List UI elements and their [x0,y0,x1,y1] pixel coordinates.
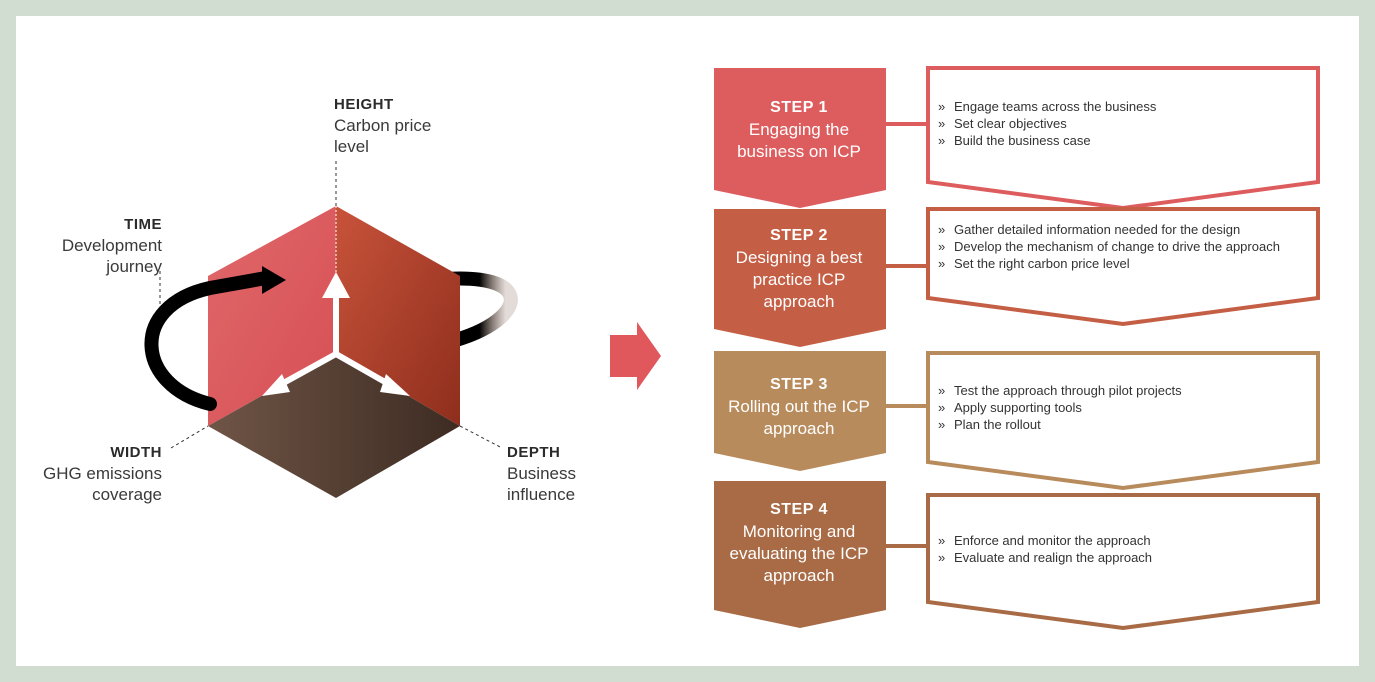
width-subtitle: GHG emissions coverage [42,464,162,504]
time-subtitle: Development journey [61,236,162,276]
list-item: Set clear objectives [938,115,1298,132]
list-item: Set the right carbon price level [938,255,1293,272]
step-2-title: Designing a best practice ICP approach [735,248,863,311]
list-item: Enforce and monitor the approach [938,532,1298,549]
list-item: Develop the mechanism of change to drive… [938,238,1293,255]
depth-axis-leader [459,425,503,449]
width-label: WIDTH GHG emissions coverage [20,442,162,505]
step-2-number: STEP 2 [770,227,828,244]
step-2-chevron [714,209,886,347]
step-2-bullets: Gather detailed information needed for t… [938,221,1293,272]
list-item: Engage teams across the business [938,98,1298,115]
list-item: Gather detailed information needed for t… [938,221,1293,238]
step-3-title: Rolling out the ICP approach [728,397,870,438]
step-2-header: STEP 2 Designing a best practice ICP app… [717,210,881,328]
step-1-bullets: Engage teams across the business Set cle… [938,98,1298,149]
step-3-chevron [714,351,886,471]
step-3-number: STEP 3 [770,376,828,393]
list-item: Build the business case [938,132,1298,149]
depth-label: DEPTH Business influence [507,442,607,505]
time-ring-arrowhead [262,266,286,294]
list-item: Test the approach through pilot projects [938,382,1298,399]
step-4-number: STEP 4 [770,501,828,518]
step-1-header: STEP 1 Engaging the business on ICP [717,68,881,192]
time-ring-front [144,271,273,411]
step-1-chevron [714,68,886,208]
list-item: Evaluate and realign the approach [938,549,1298,566]
step-4-chevron [714,481,886,628]
time-title: TIME [124,216,162,233]
step-3-header: STEP 3 Rolling out the ICP approach [717,353,881,461]
depth-subtitle: Business influence [507,464,576,504]
height-title: HEIGHT [334,96,394,113]
step-4-title: Monitoring and evaluating the ICP approa… [729,522,869,585]
dimension-arrows [262,272,410,396]
width-axis-leader [170,425,209,449]
list-item: Apply supporting tools [938,399,1298,416]
step-1-title: Engaging the business on ICP [737,120,861,161]
depth-title: DEPTH [507,444,561,461]
step-4-bullets: Enforce and monitor the approach Evaluat… [938,532,1298,566]
figure-panel: HEIGHT Carbon price level TIME Developme… [16,16,1359,666]
width-title: WIDTH [110,444,162,461]
connector-arrow [610,322,661,390]
step-1-number: STEP 1 [770,99,828,116]
time-label: TIME Development journey [34,214,162,277]
height-label: HEIGHT Carbon price level [334,94,444,157]
height-subtitle: Carbon price level [334,116,432,156]
step-3-bullets: Test the approach through pilot projects… [938,382,1298,433]
step-4-header: STEP 4 Monitoring and evaluating the ICP… [717,484,881,602]
list-item: Plan the rollout [938,416,1298,433]
